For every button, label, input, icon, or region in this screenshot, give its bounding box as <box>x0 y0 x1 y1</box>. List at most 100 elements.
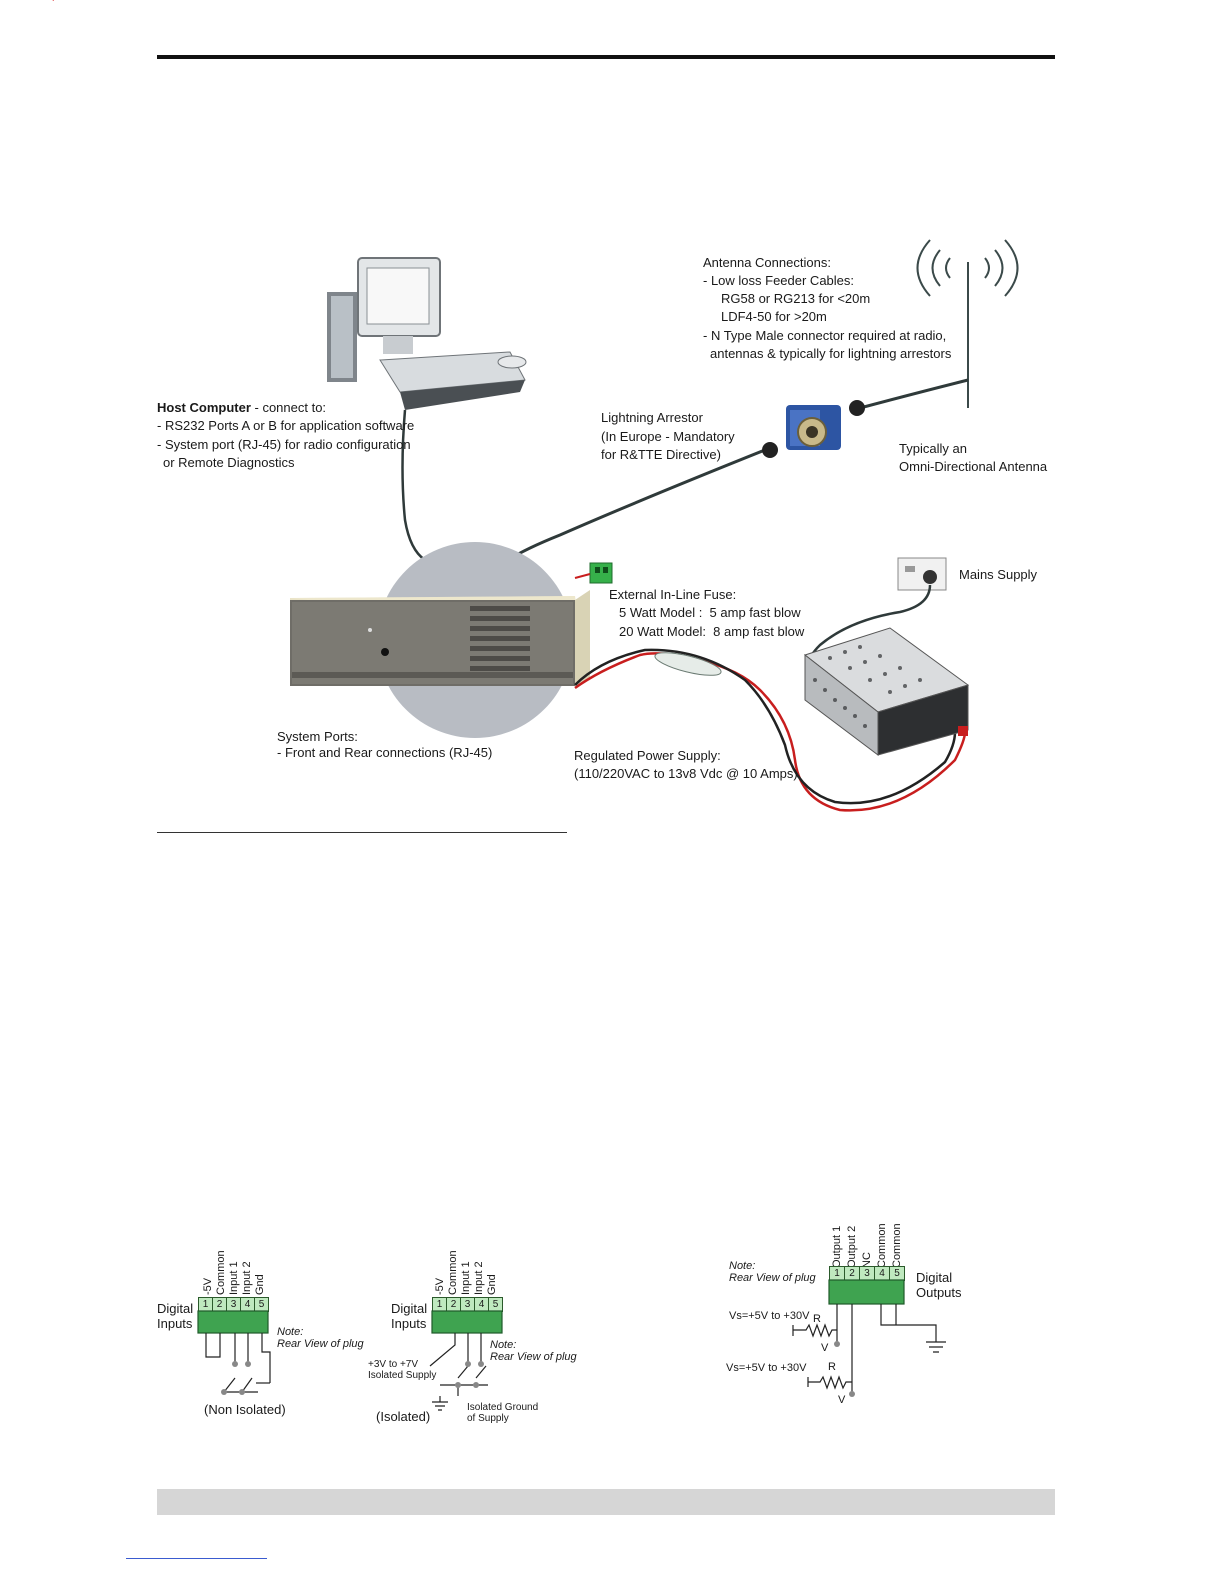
host-computer-icon <box>327 257 527 410</box>
pin-number: 1 <box>198 1297 213 1312</box>
fuse-title: External In-Line Fuse: <box>609 587 737 602</box>
note-line1: Note: <box>490 1339 517 1351</box>
note-line1: Note: <box>729 1260 756 1272</box>
pin-number: 2 <box>844 1266 860 1281</box>
antenna-line4: - N Type Male connector required at radi… <box>703 328 947 343</box>
feeder-cable <box>493 446 771 572</box>
pin-label-4: Common <box>876 1223 888 1268</box>
pin-number: 4 <box>874 1266 890 1281</box>
pin-number: 1 <box>432 1297 447 1312</box>
pin-label-1: -5V <box>434 1277 446 1295</box>
antenna-line2: RG58 or RG213 for <20m <box>721 291 871 306</box>
pin-label-2: Common <box>447 1250 459 1295</box>
pin-label-3: Input 1 <box>228 1261 240 1295</box>
digital-inputs-label: Digital Inputs <box>391 1301 427 1331</box>
mains-socket-icon <box>897 557 947 591</box>
pin-number: 2 <box>212 1297 227 1312</box>
isolated-supply-label: +3V to +7V Isolated Supply <box>368 1359 436 1381</box>
label-line1: Digital <box>391 1301 428 1316</box>
pin-label-1: Output 1 <box>831 1225 843 1268</box>
power-terminal-plug-icon <box>574 562 613 584</box>
ground-line2: of Supply <box>467 1413 509 1424</box>
host-cable <box>401 409 426 562</box>
corner-mark: ' <box>52 0 55 10</box>
note-line2: Rear View of plug <box>490 1351 577 1363</box>
pin-number: 1 <box>829 1266 845 1281</box>
lightning-line2: (In Europe - Mandatory <box>601 429 735 444</box>
fuse-line1: 5 Watt Model : 5 amp fast blow <box>619 605 801 620</box>
v-label-2: V <box>838 1394 846 1406</box>
pin-label-4: Input 2 <box>241 1261 253 1295</box>
caption-non-isolated: (Non Isolated) <box>204 1402 286 1417</box>
host-line2: - System port (RJ-45) for radio configur… <box>157 437 411 452</box>
host-line3: or Remote Diagnostics <box>163 455 295 470</box>
antenna-title: Antenna Connections: <box>703 255 831 270</box>
power-supply-icon <box>803 627 970 757</box>
vs-label-1: Vs=+5V to +30V <box>729 1310 810 1322</box>
pin-number: 4 <box>474 1297 489 1312</box>
label-line2: Outputs <box>916 1285 962 1300</box>
footer-bar <box>157 1489 1055 1515</box>
omni-line2: Omni-Directional Antenna <box>899 459 1048 474</box>
caption-isolated: (Isolated) <box>376 1409 431 1424</box>
lightning-line1: Lightning Arrestor <box>601 410 703 425</box>
pin-label-2: Common <box>215 1250 227 1295</box>
radio-unit-icon <box>290 590 590 686</box>
pin-label-2: Output 2 <box>846 1225 858 1268</box>
pin-label-4: Input 2 <box>473 1261 485 1295</box>
antenna-line5: antennas & typically for lightning arres… <box>710 346 952 361</box>
system-ports-line1: - Front and Rear connections (RJ-45) <box>277 745 493 760</box>
pin-number: 3 <box>859 1266 875 1281</box>
host-computer-bold: Host Computer <box>157 400 251 415</box>
label-line1: Digital <box>916 1270 953 1285</box>
label-line2: Inputs <box>157 1316 193 1331</box>
antenna-line1: - Low loss Feeder Cables: <box>703 273 855 288</box>
pin-number: 2 <box>446 1297 461 1312</box>
r-label-2: R <box>828 1361 836 1373</box>
note-line1: Note: <box>277 1326 304 1338</box>
system-ports-title: System Ports: <box>277 729 358 744</box>
lightning-line3: for R&TTE Directive) <box>601 447 721 462</box>
pin-label-3: Input 1 <box>460 1261 472 1295</box>
antenna-line3: LDF4-50 for >20m <box>721 309 827 324</box>
fuse-line2: 20 Watt Model: 8 amp fast blow <box>619 624 805 639</box>
section-rule <box>157 832 567 833</box>
omni-line1: Typically an <box>899 441 967 456</box>
red-power-wire <box>574 652 967 812</box>
host-computer-title: Host Computer - connect to: <box>157 399 326 417</box>
lightning-arrestor-icon <box>786 405 841 450</box>
v-label-1: V <box>821 1342 829 1354</box>
note: Note: Rear View of plug <box>729 1260 816 1284</box>
note-line2: Rear View of plug <box>277 1338 364 1350</box>
inline-fuse-icon <box>654 652 722 676</box>
black-power-wire <box>574 648 957 805</box>
antenna-cable <box>859 378 969 410</box>
pin-label-5: Gnd <box>254 1274 266 1295</box>
ground-line1: Isolated Ground <box>467 1402 539 1413</box>
header-rule <box>157 55 1055 59</box>
r-label-1: R <box>813 1313 821 1325</box>
pin-number: 4 <box>240 1297 255 1312</box>
pin-label-5: Gnd <box>486 1274 498 1295</box>
note: Note: Rear View of plug <box>490 1339 577 1363</box>
host-line1: - RS232 Ports A or B for application sof… <box>157 418 415 433</box>
pin-number: 5 <box>889 1266 905 1281</box>
pin-number: 5 <box>254 1297 269 1312</box>
pin-number: 5 <box>488 1297 503 1312</box>
footer-link-underline <box>126 1558 267 1559</box>
supply-line2: Isolated Supply <box>368 1370 437 1381</box>
note: Note: Rear View of plug <box>277 1326 364 1350</box>
system-diagram <box>290 239 1019 812</box>
digital-outputs-label: Digital Outputs <box>916 1270 962 1300</box>
pin-label-1: -5V <box>202 1277 214 1295</box>
psu-title: Regulated Power Supply: <box>574 748 721 763</box>
supply-line1: +3V to +7V <box>368 1359 419 1370</box>
host-computer-rest: - connect to: <box>250 400 327 415</box>
label-line2: Inputs <box>391 1316 427 1331</box>
pin-label-5: Common <box>891 1223 903 1268</box>
digital-inputs-label: Digital Inputs <box>157 1301 193 1331</box>
pin-number: 3 <box>226 1297 241 1312</box>
note-line2: Rear View of plug <box>729 1272 816 1284</box>
antenna-icon <box>916 239 1019 408</box>
isolated-ground-label: Isolated Ground of Supply <box>467 1402 538 1424</box>
